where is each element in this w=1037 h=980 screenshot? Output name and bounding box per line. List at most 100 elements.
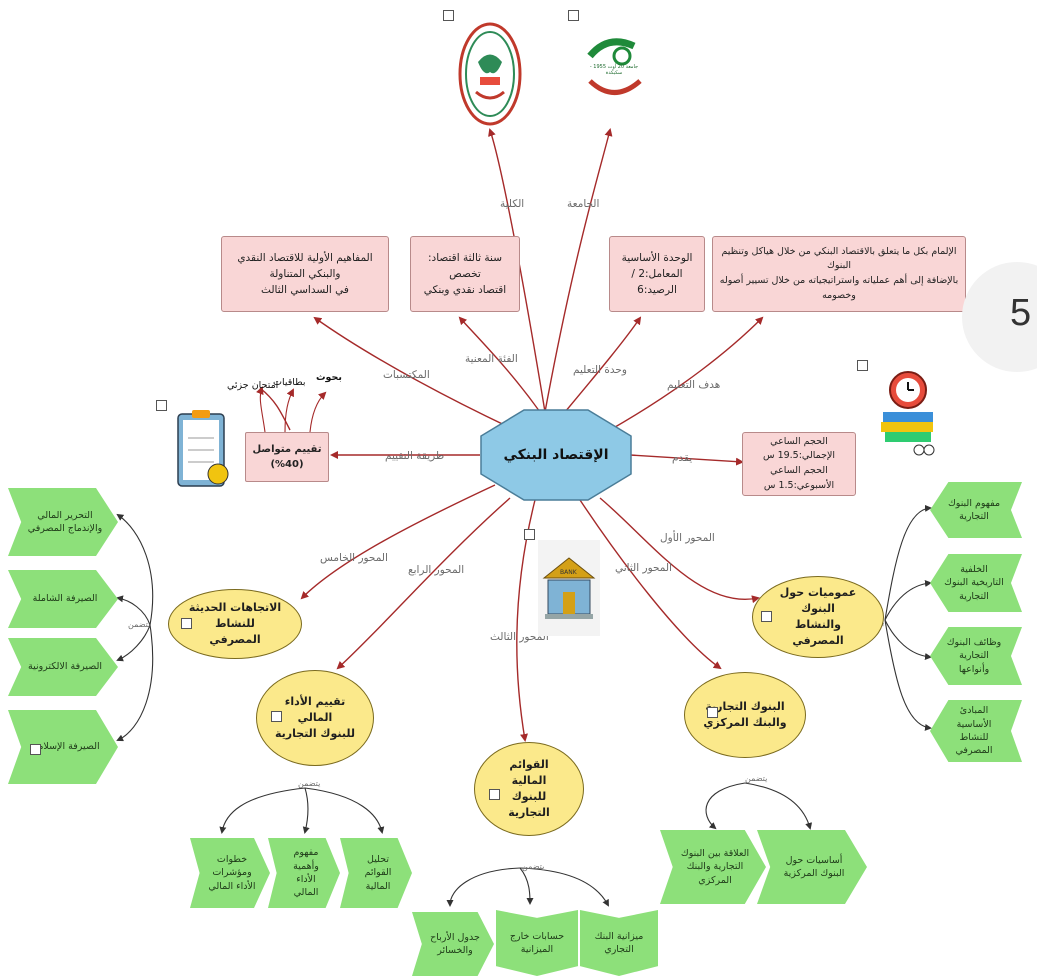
page-number: 5 <box>1010 292 1032 334</box>
axis2-title-l2: والبنك المركزي <box>703 716 787 729</box>
edge-label-axis2: المحور الثاني <box>615 562 672 574</box>
edge-target <box>458 316 541 413</box>
axis5-item-1: التحرير المالي والإندماج المصرفي <box>8 488 118 556</box>
axis5-item-tag-icon <box>30 744 41 755</box>
edge-label-axis1: المحور الأول <box>660 530 715 544</box>
axis5-title-l2: المصرفي <box>209 632 261 646</box>
axis3-title-l1: القوائم المالية <box>509 758 549 788</box>
edge-label-includes-5: يتضمن <box>128 620 150 629</box>
axis5-item-2: الصيرفة الشاملة <box>8 570 118 628</box>
edge-label-axis5: المحور الخامس <box>320 552 388 564</box>
axis3-item-3: جدول الأرباح والخسائر <box>412 912 494 976</box>
axis5-tag-icon <box>181 618 192 629</box>
axis4-tag-icon <box>271 711 282 722</box>
axis3-tag-icon <box>489 789 500 800</box>
edge-label-goal: هدف التعليم <box>667 379 720 391</box>
edge-label-acquired: المكتسبات <box>383 369 430 381</box>
edge-goal <box>609 316 764 431</box>
edge-unit <box>564 316 642 413</box>
edge-label-target: الفئة المعنية <box>465 353 518 365</box>
target-line2: اقتصاد نقدي وبنكي <box>423 284 507 297</box>
axis1-title-l1: عموميات حول البنوك <box>779 586 857 616</box>
goal-line2: بالإضافة إلى أهم عملياته واستراتيجياته م… <box>719 275 959 301</box>
center-node: الإقتصاد البنكي <box>480 409 632 501</box>
edge-label-faculty: الكلية <box>500 198 524 210</box>
volume-line2: الحجم الساعي الأسبوعي:1.5 س <box>763 465 835 491</box>
edge-label-includes-2: يتضمن <box>745 774 767 783</box>
axis1-item-4: المبادئ الأساسية للنشاط المصرفي <box>930 700 1022 762</box>
edge-label-unit: وحدة التعليم <box>573 364 627 376</box>
acquired-box: المفاهيم الأولية للاقتصاد النقدي والبنكي… <box>221 236 389 312</box>
svg-text:BANK: BANK <box>560 569 578 576</box>
eval-item-cards: بطاقيات <box>273 377 306 388</box>
logo-tag-icon <box>443 10 454 21</box>
faculty-logo <box>458 22 522 126</box>
axis5-title-l1: الاتجاهات الحديثة للنشاط <box>188 601 282 631</box>
target-line1: سنة ثالثة اقتصاد: تخصص <box>427 251 502 280</box>
edge-axis2 <box>579 499 722 670</box>
axis4-item-3: خطوات ومؤشرات الأداء المالي <box>190 838 270 908</box>
axis1-tag-icon <box>761 611 772 622</box>
books-alarm-clock-icon <box>877 364 939 456</box>
unit-line2: المعامل:2 /الرصيد:6 <box>631 267 683 297</box>
acquired-line1: المفاهيم الأولية للاقتصاد النقدي والبنكي… <box>237 251 373 280</box>
axis1-node: عموميات حول البنوك والنشاط المصرفي <box>752 576 884 658</box>
axis1-item-1: مفهوم البنوك التجارية <box>930 482 1022 538</box>
axis2-tag-icon <box>707 707 718 718</box>
edge-presented <box>629 454 744 466</box>
university-logo: جامعة 20 أوت 1955 - سكيكدة <box>578 26 650 110</box>
edge-acquired <box>313 316 516 431</box>
axis3-item-1: ميزانية البنك التجاري <box>580 910 658 976</box>
volume-line1: الحجم الساعي الإجمالي:19.5 س <box>762 435 836 462</box>
goal-line1: الإلمام بكل ما يتعلق بالاقتصاد البنكي من… <box>721 245 957 272</box>
edge-axis1 <box>599 497 760 604</box>
eval-tag-icon <box>156 400 167 411</box>
axis1-title-l2: والنشاط المصرفي <box>792 618 844 647</box>
axis4-node: تقييم الأداء المالي للبنوك التجارية <box>256 670 374 766</box>
axis3-title-l2: للبنوك التجارية <box>508 790 550 819</box>
evaluation-box: تقييم متواصل (40%) <box>245 432 329 482</box>
axis3-item-2: حسابات خارج الميزانية <box>496 910 578 976</box>
eval-item-research: بحوث <box>316 372 342 383</box>
axis2-item-1: أساسيات حول البنوك المركزية <box>757 830 867 904</box>
edge-university <box>544 128 613 413</box>
axis3-node: القوائم المالية للبنوك التجارية <box>474 742 584 836</box>
edge-label-university: الجامعة <box>567 198 599 210</box>
unit-line1: الوحدة الأساسية <box>621 251 693 264</box>
edge-label-presented: يقدم <box>672 452 692 464</box>
axis4-item-2: مفهوم وأهمية الأداء المالي <box>268 838 340 908</box>
axis2-title-l1: البنوك التجارية <box>705 700 785 714</box>
acquired-line2: في السداسي الثالث <box>261 284 349 297</box>
axis4-title-l2: للبنوك التجارية <box>275 726 355 740</box>
eval-item-exam: امتحان جزئي <box>227 380 279 391</box>
edge-axis4 <box>336 497 511 670</box>
axis1-item-2: الخلفية التاريخية البنوك التجارية <box>930 554 1022 612</box>
volume-box: الحجم الساعي الإجمالي:19.5 س الحجم الساع… <box>742 432 856 496</box>
edge-label-axis3: المحور الثالث <box>490 631 549 643</box>
edge-label-includes-4: يتضمن <box>298 779 320 788</box>
edge-label-axis4: المحور الرابع <box>408 564 464 576</box>
university-logo-text: جامعة 20 أوت 1955 - سكيكدة <box>589 64 639 76</box>
edge-axis5 <box>300 484 496 600</box>
axis5-item-3: الصيرفة الالكترونية <box>8 638 118 696</box>
volume-tag-icon <box>857 360 868 371</box>
bank-icon: BANK <box>538 540 600 636</box>
edge-label-evaluation: طريقة التقييم <box>385 450 444 462</box>
axis4-item-1: تحليل القوائم المالية <box>340 838 412 908</box>
axis5-node: الاتجاهات الحديثة للنشاط المصرفي <box>168 589 302 659</box>
edge-label-includes-3: يتضمن <box>522 862 544 871</box>
unit-box: الوحدة الأساسية المعامل:2 /الرصيد:6 <box>609 236 705 312</box>
edge-faculty <box>488 128 546 413</box>
logo-tag-icon <box>568 10 579 21</box>
evaluation-label: تقييم متواصل (40%) <box>252 443 322 471</box>
axis1-item-3: وظائف البنوك التجارية وأنواعها <box>930 627 1022 685</box>
axis5-item-4: الصيرفة الإسلامية <box>8 710 118 784</box>
center-label: الإقتصاد البنكي <box>503 447 609 463</box>
goal-box: الإلمام بكل ما يتعلق بالاقتصاد البنكي من… <box>712 236 966 312</box>
axis4-title-l1: تقييم الأداء المالي <box>284 695 346 725</box>
axis2-item-2: العلاقة بين البنوك التجارية والبنك المرك… <box>660 830 766 904</box>
clipboard-test-icon <box>174 408 232 490</box>
axis2-node: البنوك التجارية والبنك المركزي <box>684 672 806 758</box>
